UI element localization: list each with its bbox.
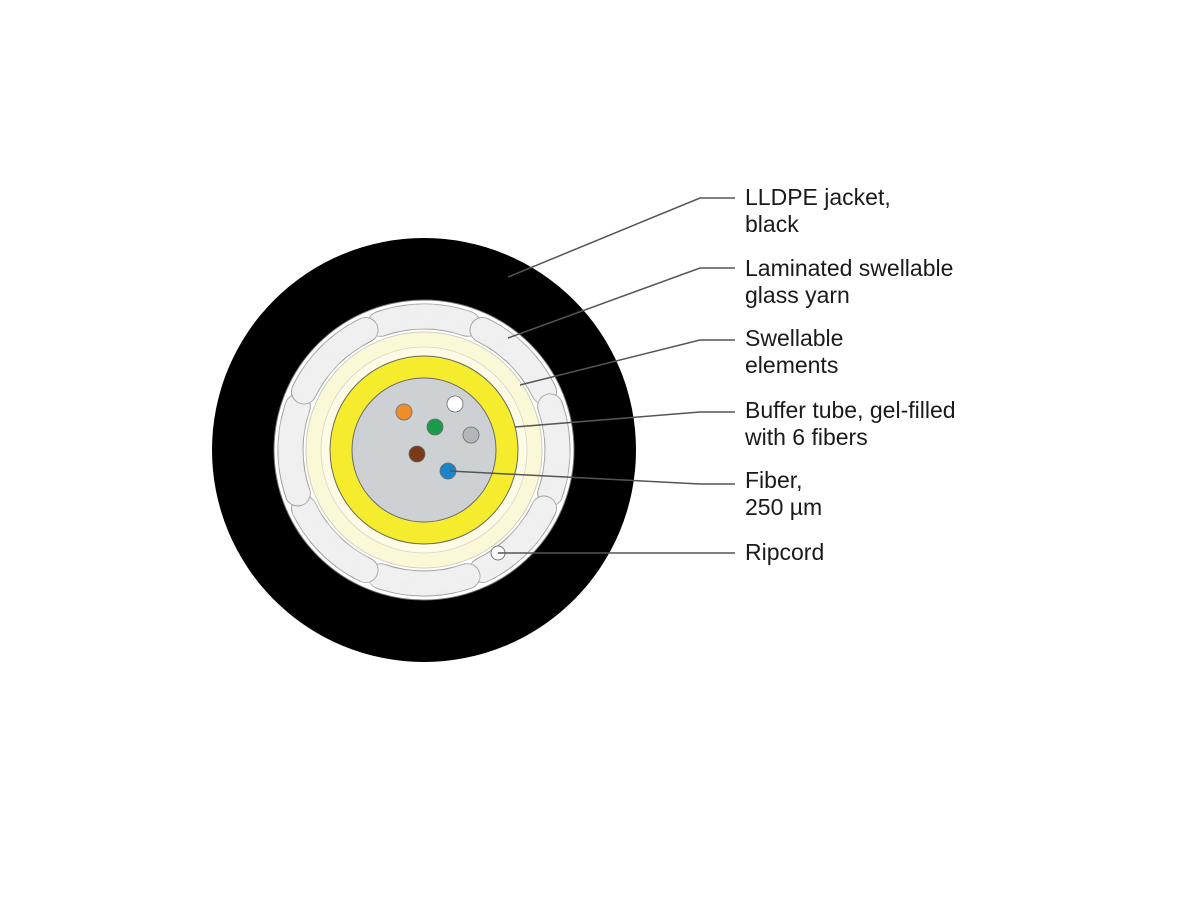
swellable-element-texture (291, 496, 378, 583)
swellable-element-texture (470, 496, 557, 583)
label-ripcord: Ripcord (745, 539, 825, 565)
leader-jacket (507, 197, 735, 278)
swellable-elements (277, 303, 571, 597)
label-jacket: LLDPE jacket,black (745, 184, 891, 237)
swellable-element-texture (537, 394, 570, 506)
swellable-element-texture (278, 394, 311, 506)
swellable-element-texture (470, 317, 557, 404)
swellable-element-texture (368, 304, 480, 337)
swellable-element-texture (368, 563, 480, 596)
leader-swellable-elements (519, 339, 735, 386)
fiber-brown (408, 445, 426, 463)
leader-glass-yarn (507, 267, 735, 339)
fibers (395, 395, 480, 480)
fiber-green (426, 418, 444, 436)
fiber-orange (395, 403, 413, 421)
leader-buffer-tube (514, 411, 735, 428)
leader-fiber (449, 470, 735, 485)
leader-lines (449, 197, 735, 554)
fiber-grey (462, 426, 480, 444)
swellable-element-texture (291, 317, 378, 404)
label-fiber: Fiber,250 µm (745, 467, 823, 520)
fiber-white (446, 395, 464, 413)
